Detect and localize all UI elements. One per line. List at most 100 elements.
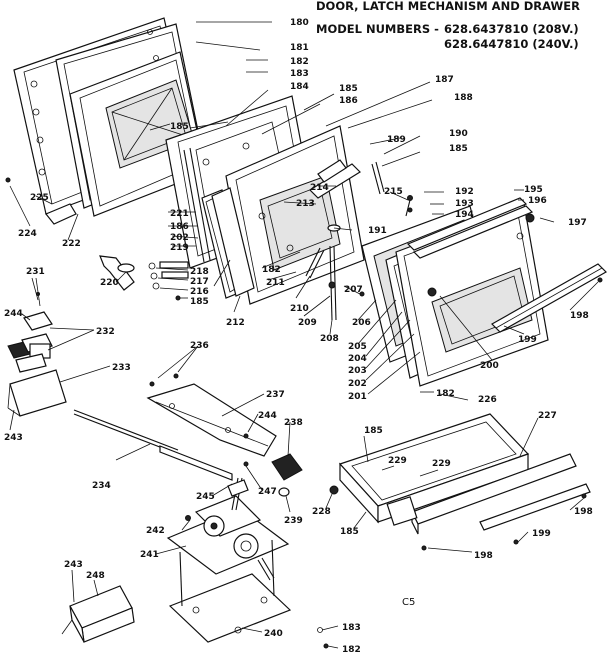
label-236: 236 — [190, 341, 209, 351]
label-209: 209 — [298, 318, 317, 328]
door-hinge-parts — [99, 255, 189, 301]
label-243: 243 — [4, 433, 23, 443]
label-233: 233 — [112, 363, 131, 373]
label-219: 219 — [170, 243, 189, 253]
label-182-d: 182 — [342, 645, 361, 655]
label-222: 222 — [62, 239, 81, 249]
label-196: 196 — [528, 196, 547, 206]
label-182: 182 — [290, 57, 309, 67]
latch-bar — [146, 373, 277, 467]
label-216: 216 — [190, 287, 209, 297]
label-183-b: 183 — [342, 623, 361, 633]
label-203: 203 — [348, 366, 367, 376]
label-200: 200 — [480, 361, 499, 371]
label-189: 189 — [387, 135, 406, 145]
label-226: 226 — [478, 395, 497, 405]
door-latch-hardware — [305, 159, 413, 321]
label-182-c: 182 — [436, 389, 455, 399]
label-245: 245 — [196, 492, 215, 502]
label-180: 180 — [290, 18, 309, 28]
leader-lines — [9, 21, 599, 649]
label-191: 191 — [368, 226, 387, 236]
label-225: 225 — [30, 193, 49, 203]
label-212: 212 — [226, 318, 245, 328]
label-208: 208 — [320, 334, 339, 344]
outer-front-door — [395, 197, 549, 387]
label-217: 217 — [190, 277, 209, 287]
label-185-f: 185 — [340, 527, 359, 537]
latch-mechanism — [166, 477, 290, 581]
door-handle — [491, 263, 607, 333]
label-192: 192 — [455, 187, 474, 197]
label-181: 181 — [290, 43, 309, 53]
label-242: 242 — [146, 526, 165, 536]
latch-bracket — [168, 539, 329, 649]
storage-drawer — [329, 413, 591, 551]
label-194: 194 — [455, 210, 474, 220]
label-210: 210 — [290, 304, 309, 314]
label-228: 228 — [312, 507, 331, 517]
label-221: 221 — [170, 209, 189, 219]
latch-switch-assembly — [7, 292, 67, 417]
latch-cover — [61, 585, 135, 643]
model-prefix: MODEL NUMBERS - — [316, 22, 439, 36]
label-185-b: 185 — [170, 122, 189, 132]
label-224: 224 — [18, 229, 37, 239]
label-237: 237 — [266, 390, 285, 400]
label-198: 198 — [570, 311, 589, 321]
label-241: 241 — [140, 550, 159, 560]
diagram-title: DOOR, LATCH MECHANISM AND DRAWER — [316, 0, 580, 13]
label-238: 238 — [284, 418, 303, 428]
label-193: 193 — [455, 199, 474, 209]
latch-knob — [271, 453, 303, 497]
label-185: 185 — [339, 84, 358, 94]
label-186: 186 — [339, 96, 358, 106]
label-199-b: 199 — [532, 529, 551, 539]
label-186-b: 186 — [170, 222, 189, 232]
label-247: 247 — [258, 487, 277, 497]
label-202: 202 — [170, 233, 189, 243]
label-183: 183 — [290, 69, 309, 79]
label-232: 232 — [96, 327, 115, 337]
label-218: 218 — [190, 267, 209, 277]
label-201: 201 — [348, 392, 367, 402]
label-240: 240 — [264, 629, 283, 639]
label-227: 227 — [538, 411, 557, 421]
label-202-b: 202 — [348, 379, 367, 389]
diagram-code: C5 — [402, 597, 415, 608]
label-184: 184 — [290, 82, 309, 92]
label-188: 188 — [454, 93, 473, 103]
label-205: 205 — [348, 342, 367, 352]
label-231: 231 — [26, 267, 45, 277]
label-215: 215 — [384, 187, 403, 197]
label-248: 248 — [86, 571, 105, 581]
label-185-c: 185 — [449, 144, 468, 154]
label-190: 190 — [449, 129, 468, 139]
model-number-208v: 628.6437810 (208V.) — [444, 22, 579, 36]
label-220: 220 — [100, 278, 119, 288]
label-213: 213 — [296, 199, 315, 209]
label-234: 234 — [92, 481, 111, 491]
label-211: 211 — [266, 278, 285, 288]
label-198-c: 198 — [474, 551, 493, 561]
label-244: 244 — [4, 309, 23, 319]
label-187: 187 — [435, 75, 454, 85]
label-182-b: 182 — [262, 265, 281, 275]
model-number-240v: 628.6447810 (240V.) — [444, 37, 579, 51]
label-229-b: 229 — [432, 459, 451, 469]
label-197: 197 — [568, 218, 587, 228]
label-244-b: 244 — [258, 411, 277, 421]
label-199: 199 — [518, 335, 537, 345]
label-185-d: 185 — [190, 297, 209, 307]
label-214: 214 — [310, 183, 329, 193]
label-195: 195 — [524, 185, 543, 195]
label-185-e: 185 — [364, 426, 383, 436]
latch-rod — [73, 409, 233, 481]
label-239: 239 — [284, 516, 303, 526]
part-number-labels: 180 181 182 183 184 185 186 187 188 185 … — [4, 18, 593, 655]
label-207: 207 — [344, 285, 363, 295]
label-243-b: 243 — [64, 560, 83, 570]
label-206: 206 — [352, 318, 371, 328]
